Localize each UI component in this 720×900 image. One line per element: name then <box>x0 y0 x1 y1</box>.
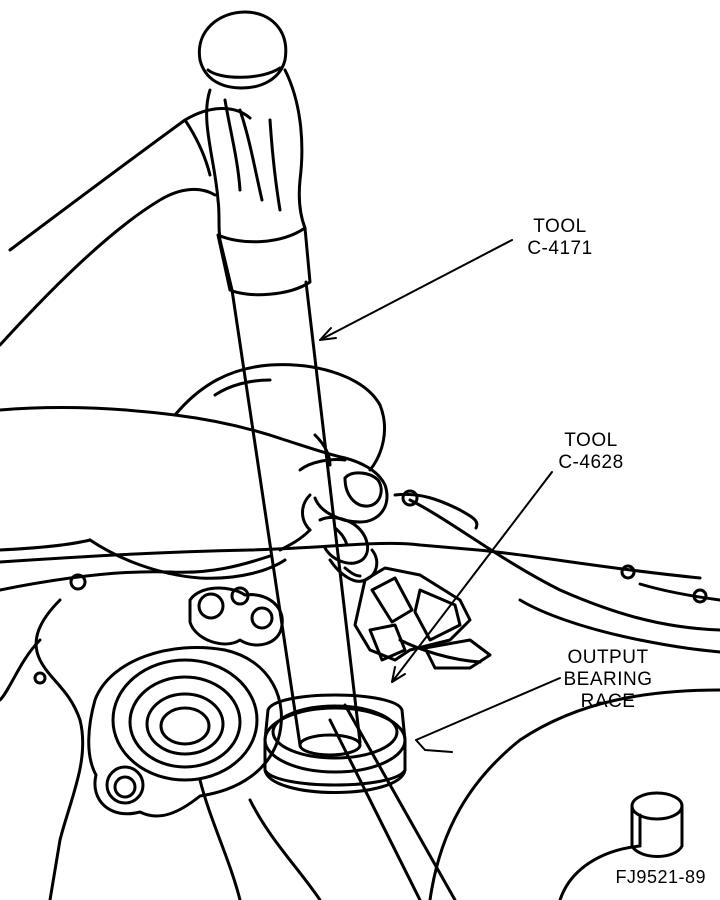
label-race-line1: OUTPUT <box>567 647 649 668</box>
leader-lines <box>319 239 561 753</box>
case-plug <box>630 791 684 858</box>
figure-code: FJ9521-89 <box>615 867 706 887</box>
valve-passages <box>353 566 492 670</box>
label-tool-c4171-line2: C-4171 <box>527 238 593 259</box>
triple-hole-boss <box>188 586 284 647</box>
bearing-bore-boss <box>87 645 283 818</box>
label-tool-c4628-line2: C-4628 <box>558 452 624 473</box>
label-tool-c4171: TOOL C-4171 <box>505 216 615 260</box>
label-race-line3: RACE <box>580 691 636 712</box>
label-race-line2: BEARING <box>563 669 653 690</box>
driver-handle-tool <box>197 10 362 757</box>
label-tool-c4171-line1: TOOL <box>533 216 587 237</box>
label-output-bearing-race: OUTPUT BEARING RACE <box>548 647 668 713</box>
transmission-case <box>0 489 720 900</box>
lower-hand <box>0 363 389 583</box>
output-bearing-race <box>263 693 407 794</box>
label-tool-c4628-line1: TOOL <box>564 430 618 451</box>
label-tool-c4628: TOOL C-4628 <box>541 430 641 474</box>
upper-hand <box>0 107 252 347</box>
